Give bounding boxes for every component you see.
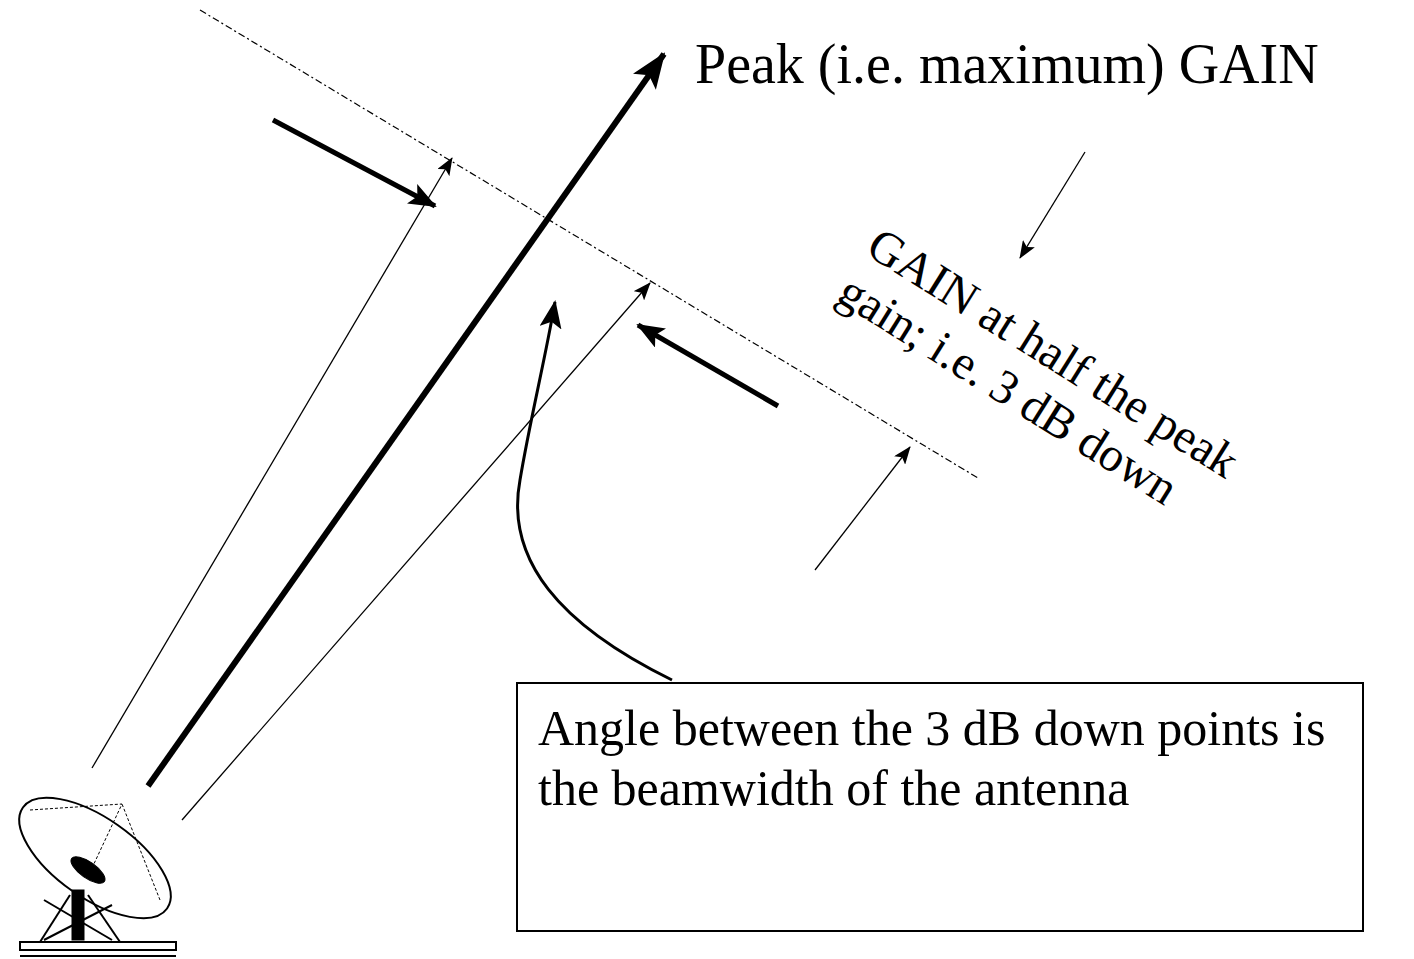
dish-antenna xyxy=(0,775,190,956)
leader-arrow xyxy=(815,447,910,570)
pointer-arrow xyxy=(273,120,435,206)
beam-edge-line xyxy=(92,158,452,768)
curved-arrow xyxy=(518,302,672,680)
peak-gain-label: Peak (i.e. maximum) GAIN xyxy=(695,32,1405,96)
peak-gain-arrow xyxy=(148,54,664,786)
leader-arrow xyxy=(1020,152,1085,258)
box-text: Angle between the 3 dB down points is th… xyxy=(538,698,1342,818)
text-box: Angle between the 3 dB down points is th… xyxy=(516,682,1364,932)
half-gain-label: GAIN at half the peak gain; i.e. 3 dB do… xyxy=(829,216,1312,575)
pointer-arrow xyxy=(638,325,778,406)
